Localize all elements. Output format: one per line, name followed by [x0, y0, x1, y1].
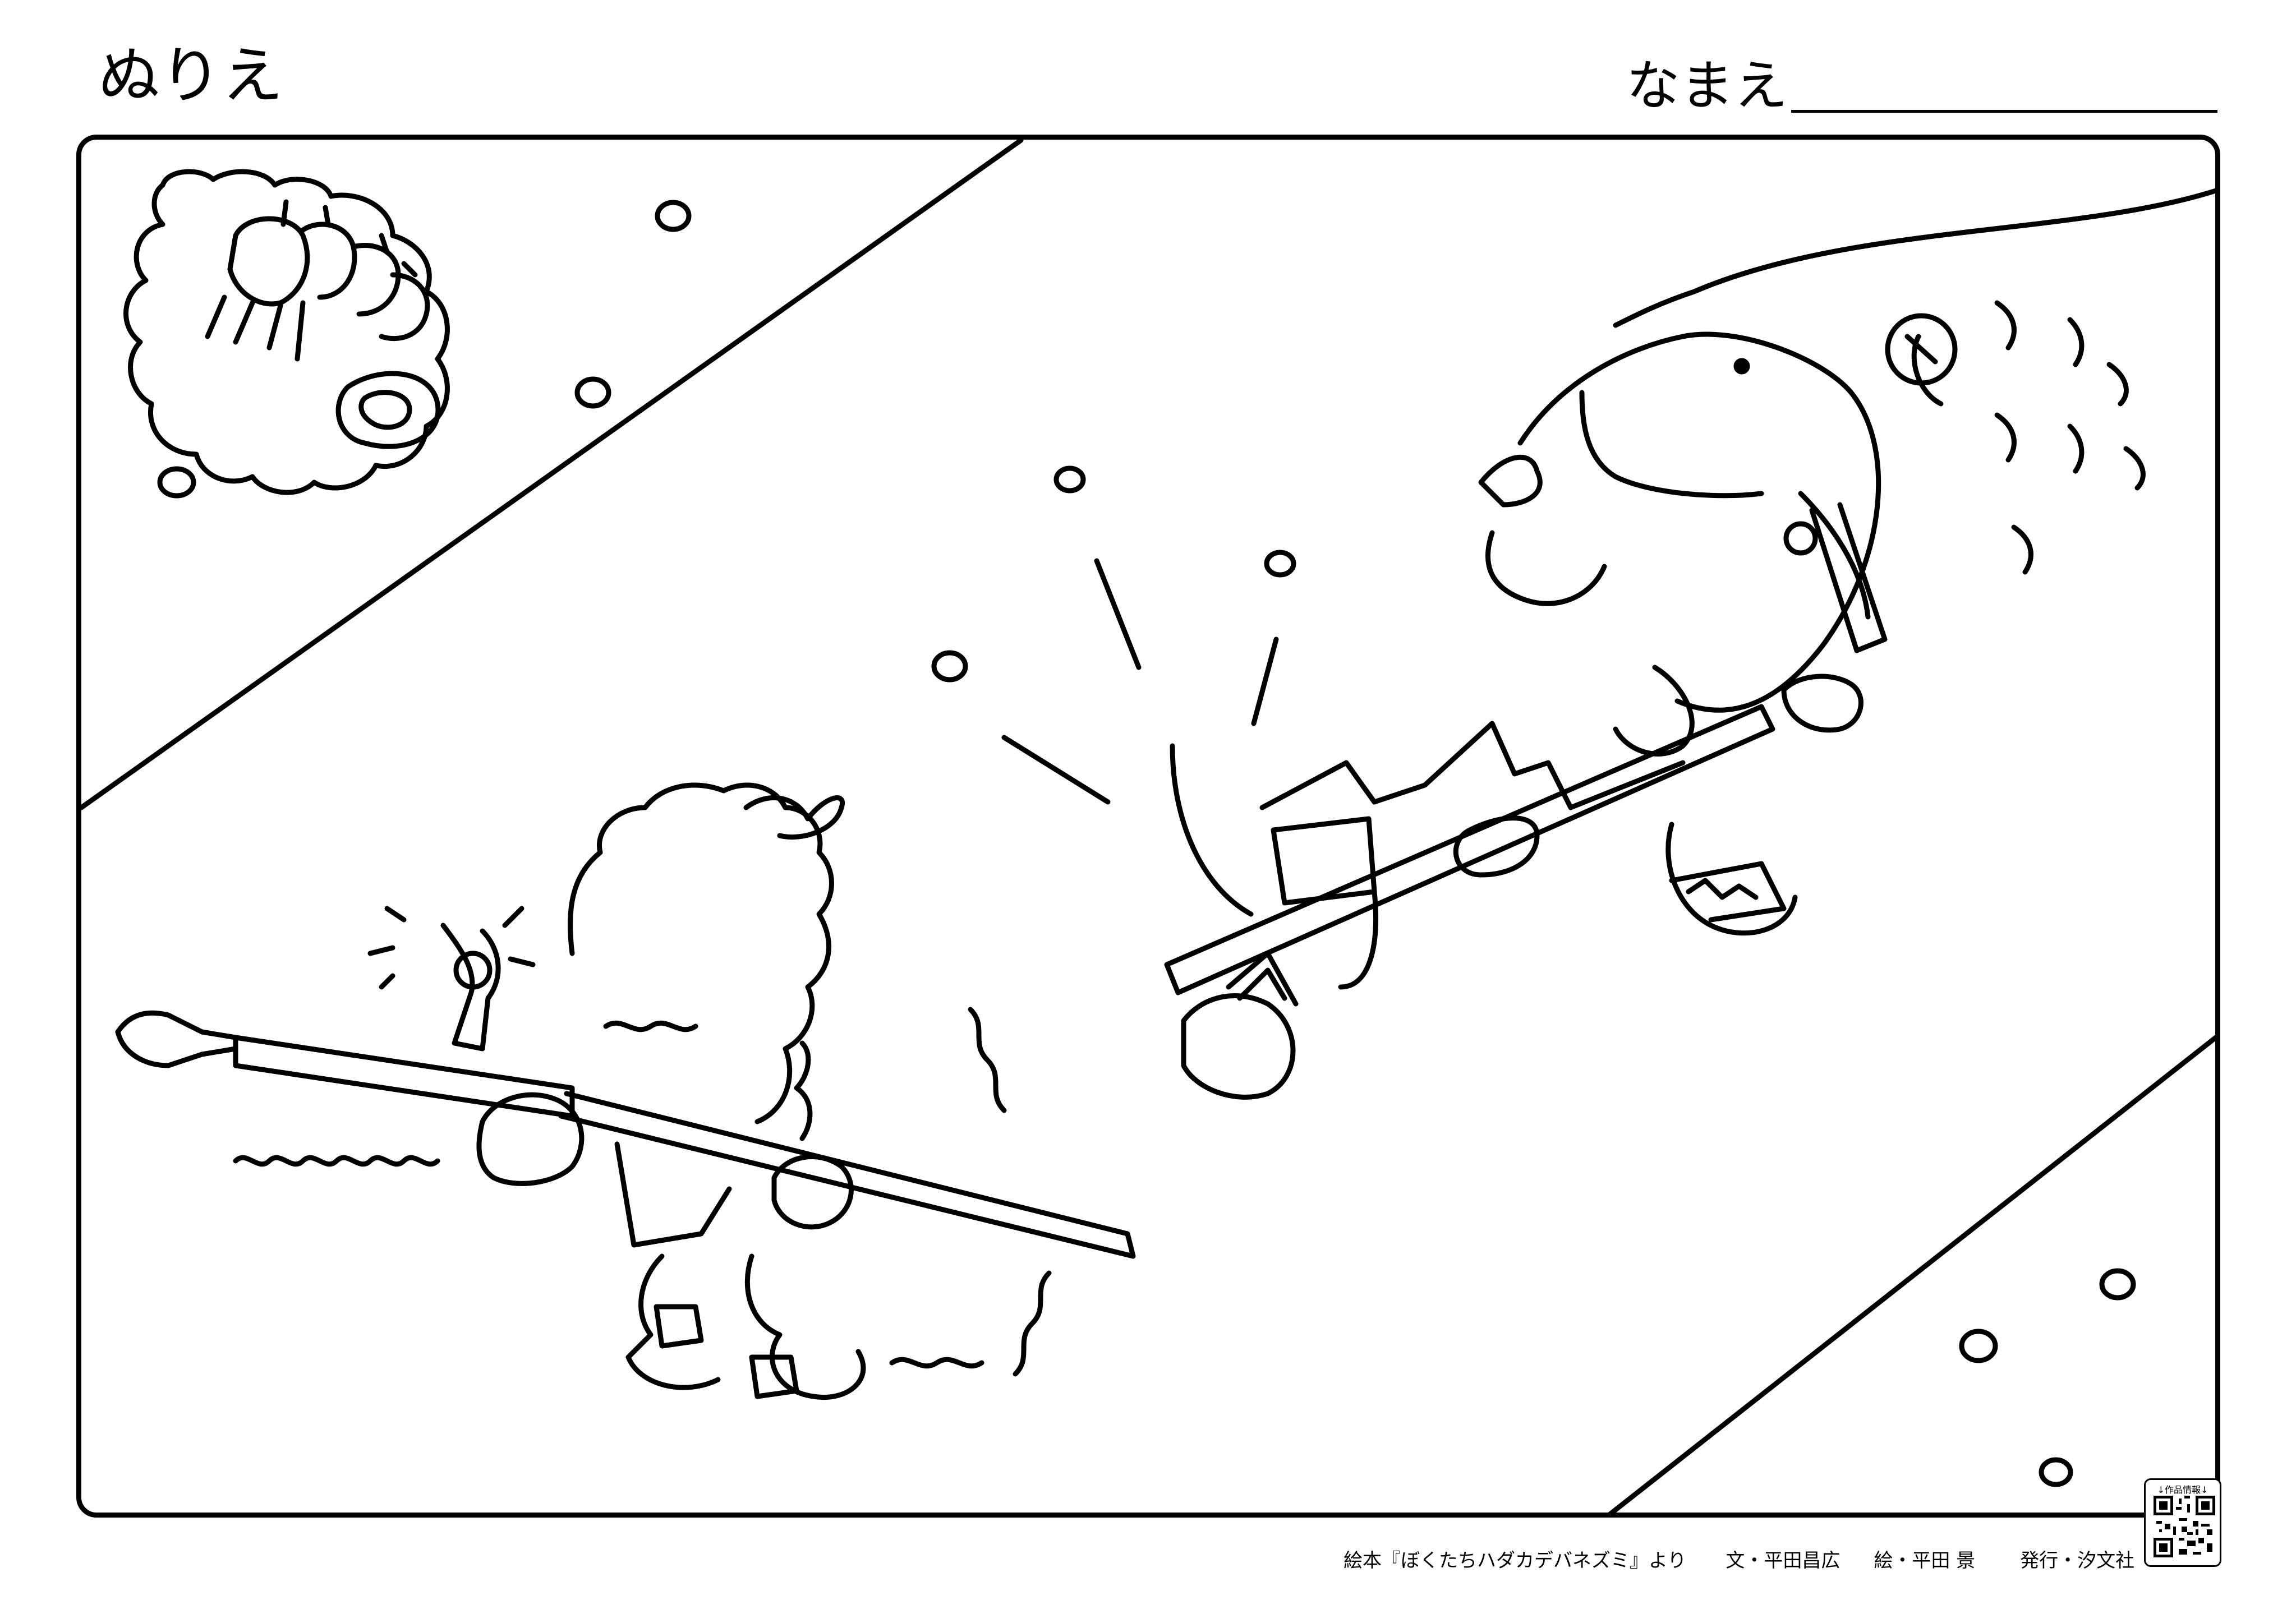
name-write-line[interactable]	[1791, 56, 2217, 113]
qr-code-icon[interactable]	[2154, 1496, 2215, 1557]
credit-line: 絵本『ぼくたちハダカデバネズミ』より 文・平田昌広 絵・平田 景 発行・汐文社	[1343, 1545, 2134, 1573]
text-credit: 文・平田昌広	[1726, 1550, 1841, 1572]
name-label: なまえ	[1626, 54, 1788, 117]
illustration-credit: 絵・平田 景	[1874, 1550, 1976, 1572]
left-mole-rat-warrior	[115, 782, 1136, 1400]
scattered-dots	[157, 200, 2136, 1487]
name-field[interactable]: なまえ	[1626, 56, 2217, 113]
thought-bubble	[123, 169, 450, 495]
page-title: ぬりえ	[98, 40, 283, 112]
source-credit: 絵本『ぼくたちハダカデバネズミ』より	[1343, 1550, 1687, 1572]
coloring-frame	[76, 135, 2220, 1518]
right-mole-rat-warrior	[1164, 300, 2146, 1100]
qr-caption: ↓作品情報↓	[2157, 1484, 2208, 1495]
diagonal-band-lines	[79, 137, 2219, 1517]
publisher-credit: 発行・汐文社	[2020, 1550, 2135, 1572]
qr-code-box[interactable]: ↓作品情報↓	[2144, 1478, 2221, 1567]
motion-lines	[1001, 558, 1279, 805]
